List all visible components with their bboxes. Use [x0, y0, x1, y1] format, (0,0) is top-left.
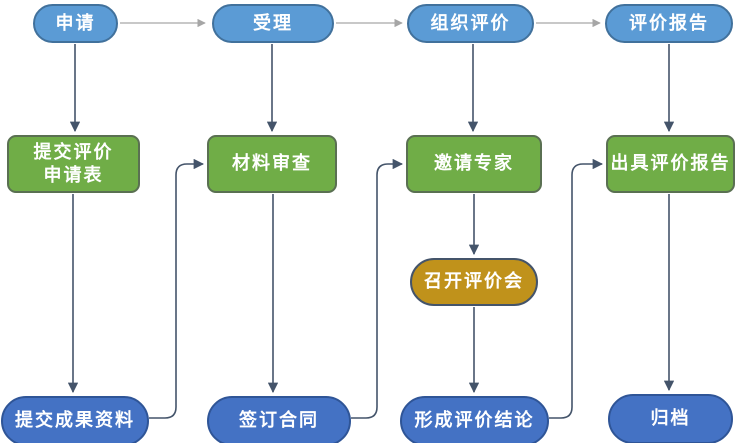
- node-form-evaluation-conclusion: 形成评价结论: [400, 396, 549, 443]
- node-issue-evaluation-report: 出具评价报告: [606, 135, 735, 193]
- node-invite-experts: 邀请专家: [406, 135, 542, 193]
- edge-sign-invite: [351, 158, 404, 419]
- node-archive: 归档: [608, 394, 733, 443]
- node-submit-application-form: 提交评价 申请表: [7, 135, 140, 193]
- node-submit-achievement-materials: 提交成果资料: [1, 396, 149, 443]
- edge-conclusion-issue: [549, 158, 604, 419]
- node-apply: 申请: [33, 4, 118, 43]
- node-accept: 受理: [212, 4, 334, 43]
- node-material-review: 材料审查: [207, 135, 337, 193]
- node-sign-contract: 签订合同: [207, 396, 351, 443]
- node-organize-evaluation: 组织评价: [407, 4, 534, 43]
- node-hold-evaluation-meeting: 召开评价会: [410, 258, 538, 306]
- edge-submitmaterials-review: [149, 158, 205, 419]
- node-evaluation-report: 评价报告: [605, 4, 733, 43]
